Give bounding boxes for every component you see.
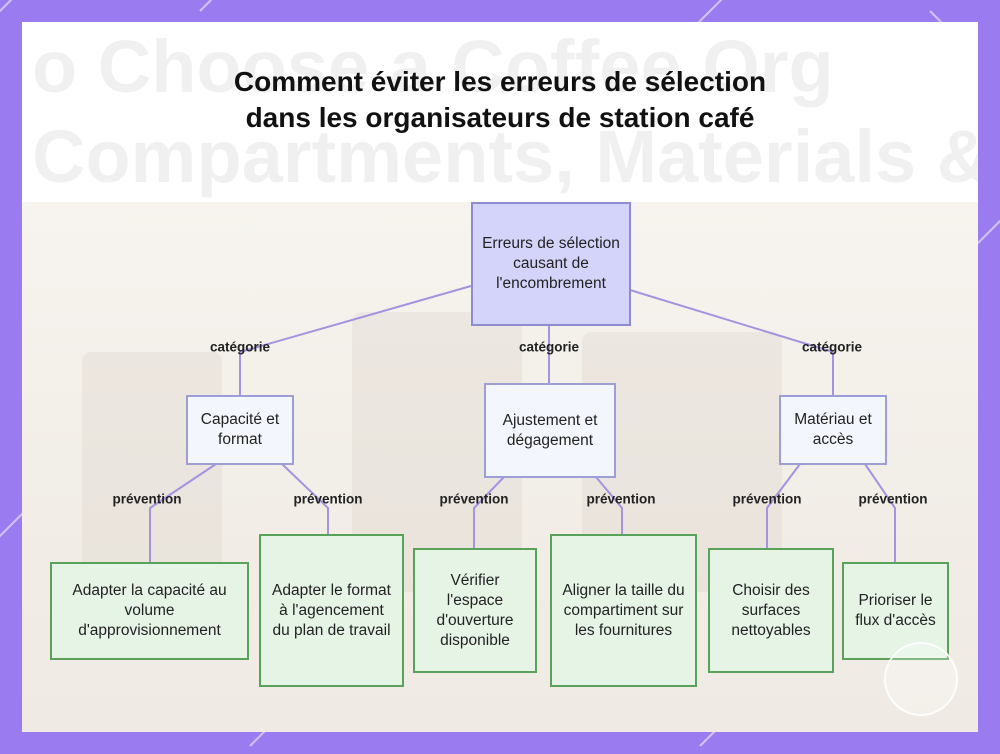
leaf-format-layout: Adapter le format à l'agencement du plan… bbox=[259, 534, 404, 687]
watermark-logo-icon bbox=[884, 642, 958, 716]
edge-label-prevention-1: prévention bbox=[112, 492, 181, 507]
category-capacity-text: Capacité et format bbox=[196, 410, 284, 450]
leaf-3-text: Vérifier l'espace d'ouverture disponible bbox=[423, 571, 527, 651]
root-node: Erreurs de sélection causant de l'encomb… bbox=[471, 202, 631, 326]
edge-label-prevention-2: prévention bbox=[293, 492, 362, 507]
leaf-opening-space: Vérifier l'espace d'ouverture disponible bbox=[413, 548, 537, 673]
edge-label-prevention-4: prévention bbox=[586, 492, 655, 507]
category-fit-text: Ajustement et dégagement bbox=[494, 411, 606, 451]
category-material-node: Matériau et accès bbox=[779, 395, 887, 465]
edge-fit-leaf3 bbox=[474, 477, 504, 548]
diagram-frame: o Choose a Coffee Org Compartments, Mate… bbox=[22, 22, 978, 732]
leaf-compartment-size: Aligner la taille du compartiment sur le… bbox=[550, 534, 697, 687]
leaf-cleanable-surfaces: Choisir des surfaces nettoyables bbox=[708, 548, 834, 673]
leaf-2-text: Adapter le format à l'agencement du plan… bbox=[269, 581, 394, 641]
leaf-4-text: Aligner la taille du compartiment sur le… bbox=[560, 581, 687, 641]
category-capacity-node: Capacité et format bbox=[186, 395, 294, 465]
edge-label-prevention-6: prévention bbox=[858, 492, 927, 507]
root-node-text: Erreurs de sélection causant de l'encomb… bbox=[481, 234, 621, 294]
leaf-capacity-volume: Adapter la capacité au volume d'approvis… bbox=[50, 562, 249, 660]
leaf-5-text: Choisir des surfaces nettoyables bbox=[718, 581, 824, 641]
leaf-6-text: Prioriser le flux d'accès bbox=[852, 591, 939, 631]
category-fit-node: Ajustement et dégagement bbox=[484, 383, 616, 478]
edge-label-prevention-5: prévention bbox=[732, 492, 801, 507]
edge-label-prevention-3: prévention bbox=[439, 492, 508, 507]
category-material-text: Matériau et accès bbox=[789, 410, 877, 450]
edge-root-capacity bbox=[240, 286, 471, 395]
edge-label-category-3: catégorie bbox=[802, 340, 862, 355]
edge-label-category-2: catégorie bbox=[519, 340, 579, 355]
edge-label-category-1: catégorie bbox=[210, 340, 270, 355]
edge-capacity-leaf1 bbox=[150, 464, 216, 562]
edge-material-leaf6 bbox=[865, 464, 895, 562]
leaf-1-text: Adapter la capacité au volume d'approvis… bbox=[60, 581, 239, 641]
